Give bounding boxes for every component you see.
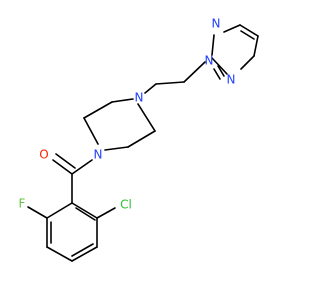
- bond: [127, 130, 156, 148]
- bond: [137, 103, 156, 132]
- bond: [253, 35, 259, 57]
- bond: [211, 57, 228, 75]
- bond: [71, 159, 93, 175]
- bond: [71, 246, 98, 262]
- bond: [46, 246, 73, 262]
- atom-labels: N N N N N O F Cl: [19, 17, 236, 212]
- bond: [52, 159, 73, 175]
- bond: [27, 206, 48, 219]
- bond: [71, 243, 94, 257]
- atom-n-piperazine-amide: N: [94, 148, 103, 162]
- atom-o-carbonyl: O: [39, 148, 48, 162]
- bond: [111, 98, 134, 103]
- molecule-structure-diagram: N N N N N O F Cl: [19, 17, 259, 262]
- bond: [83, 117, 99, 145]
- bond: [211, 34, 215, 56]
- bond: [144, 83, 157, 94]
- bond: [155, 81, 185, 85]
- atom-n-piperazine-top: N: [135, 91, 144, 105]
- bond: [75, 207, 96, 221]
- bond: [223, 24, 241, 33]
- bond: [213, 68, 221, 80]
- bond: [104, 146, 129, 151]
- bond: [217, 65, 225, 77]
- atom-n-triazole-attach: N: [205, 54, 214, 68]
- bond: [239, 24, 259, 37]
- bond: [183, 61, 206, 83]
- bond: [83, 101, 113, 119]
- bond: [71, 202, 98, 219]
- bond: [240, 55, 255, 70]
- atom-cl: Cl: [120, 198, 132, 212]
- atom-n-triazole-bottom: N: [227, 73, 236, 87]
- bonds: [27, 24, 259, 262]
- atom-f: F: [19, 197, 26, 211]
- bond: [96, 207, 116, 219]
- bond: [46, 202, 73, 219]
- bond: [55, 153, 76, 169]
- atom-n-triazole-top: N: [212, 17, 221, 31]
- bond: [240, 30, 255, 40]
